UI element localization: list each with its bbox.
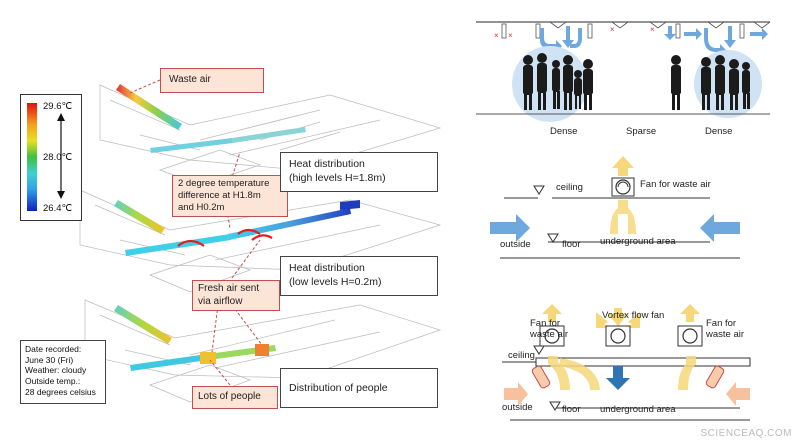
date-recorded-box: Date recorded: June 30 (Fri) Weather: cl…	[20, 340, 106, 404]
bot-underground-label: underground area	[600, 404, 676, 415]
bot-fan-right-line1: Fan for	[706, 318, 737, 329]
watermark: SCIENCEAQ.COM	[700, 428, 792, 439]
heat-map-illustration	[79, 79, 442, 403]
fresh-air-arrows	[177, 228, 273, 247]
info-heat-high: Heat distribution (high levels H=1.8m)	[280, 152, 438, 192]
callout-waste-air-text: Waste air	[169, 74, 211, 85]
info-heat-low-line2: (low levels H=0.2m)	[289, 276, 382, 289]
mid-underground-label: underground area	[600, 236, 676, 247]
bot-fan-right-line2: waste air	[706, 329, 745, 341]
bot-floor-label: floor	[562, 404, 581, 415]
info-heat-high-line2: (high levels H=1.8m)	[289, 172, 386, 185]
bot-fan-left-line1: Fan for	[530, 318, 561, 329]
callout-waste-air: Waste air	[160, 68, 264, 93]
heat-strips-top	[116, 84, 306, 153]
svg-text:×: ×	[508, 31, 513, 40]
callout-temp-diff-line2: difference at H1.8m	[178, 189, 261, 201]
callout-temp-diff-line1: 2 degree temperature	[178, 178, 270, 189]
callout-fresh-air-line2: via airflow	[198, 295, 243, 307]
info-heat-low-line1: Heat distribution	[289, 262, 365, 274]
mid-fan-label: Fan for waste air	[640, 179, 711, 190]
bot-outside-label: outside	[502, 402, 533, 413]
date-line-5: 28 degrees celsius	[25, 386, 96, 397]
callout-temp-diff-line3: and H0.2m	[178, 201, 225, 213]
ventilation-diagram-bottom	[502, 304, 751, 421]
bot-vortex-label: Vortex flow fan	[602, 310, 665, 321]
legend-mid: 28.0℃	[43, 152, 73, 163]
callout-fresh-air-line1: Fresh air sent	[198, 283, 260, 294]
bot-ceiling-label: ceiling	[508, 350, 535, 361]
label-dense-left: Dense	[550, 126, 578, 137]
crowd-dense-left	[523, 53, 593, 110]
date-line-2: June 30 (Fri)	[25, 354, 74, 365]
mid-floor-label: floor	[562, 239, 581, 250]
ventilation-diagram-middle	[490, 156, 740, 259]
info-people: Distribution of people	[280, 368, 438, 408]
mid-ceiling-label: ceiling	[556, 182, 583, 193]
callout-lots-people: Lots of people	[192, 386, 278, 409]
date-line-4: Outside temp.:	[25, 375, 81, 386]
temperature-legend: 29.6℃ 28.0℃ 26.4℃	[20, 94, 82, 221]
bot-fan-left-line2: waste air	[530, 329, 569, 341]
mid-outside-label: outside	[500, 239, 531, 250]
temperature-color-bar	[27, 103, 65, 211]
legend-min: 26.4℃	[43, 203, 73, 214]
callout-lots-people-text: Lots of people	[198, 391, 261, 402]
svg-text:×: ×	[610, 25, 615, 34]
legend-max: 29.6℃	[43, 101, 73, 112]
callout-fresh-air: Fresh air sent via airflow	[192, 280, 280, 311]
crowd-airflow-diagram: × × × ×	[476, 21, 771, 122]
label-sparse: Sparse	[626, 126, 657, 137]
svg-text:×: ×	[494, 31, 499, 40]
callout-temp-diff: 2 degree temperature difference at H1.8m…	[172, 175, 288, 217]
info-heat-low: Heat distribution (low levels H=0.2m)	[280, 256, 438, 296]
svg-text:×: ×	[650, 25, 655, 34]
label-dense-right: Dense	[705, 126, 733, 137]
date-line-3: Weather: cloudy	[25, 365, 87, 376]
date-line-1: Date recorded:	[25, 344, 82, 354]
info-heat-high-line1: Heat distribution	[289, 158, 365, 170]
info-people-text: Distribution of people	[289, 382, 388, 394]
crowd-dense-right	[671, 55, 750, 110]
people-strips-bottom	[114, 305, 276, 371]
